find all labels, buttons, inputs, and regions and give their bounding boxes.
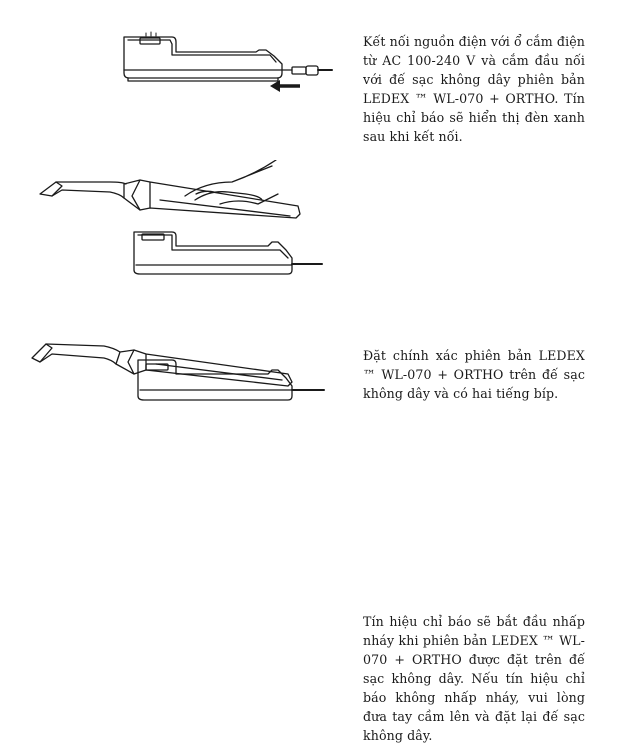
hand-placing-device-illustration bbox=[39, 160, 323, 275]
step-1-instruction-text: Kết nối nguồn điện với ổ cắm điện từ AC … bbox=[363, 34, 585, 144]
device-on-base-illustration bbox=[31, 343, 325, 401]
insert-arrow-icon bbox=[270, 80, 300, 92]
step-3: Tín hiệu chỉ báo sẽ bắt đầu nhấp nháy kh… bbox=[0, 300, 620, 743]
step-2-instruction-text: Đặt chính xác phiên bản LEDEX ™ WL-070 +… bbox=[363, 348, 585, 401]
step-1: Kết nối nguồn điện với ổ cắm điện từ AC … bbox=[0, 0, 620, 160]
step-3-instruction-text: Tín hiệu chỉ báo sẽ bắt đầu nhấp nháy kh… bbox=[363, 614, 585, 743]
step-2: Đặt chính xác phiên bản LEDEX ™ WL-070 +… bbox=[0, 160, 620, 401]
charging-base-power-connection-illustration bbox=[123, 31, 333, 92]
